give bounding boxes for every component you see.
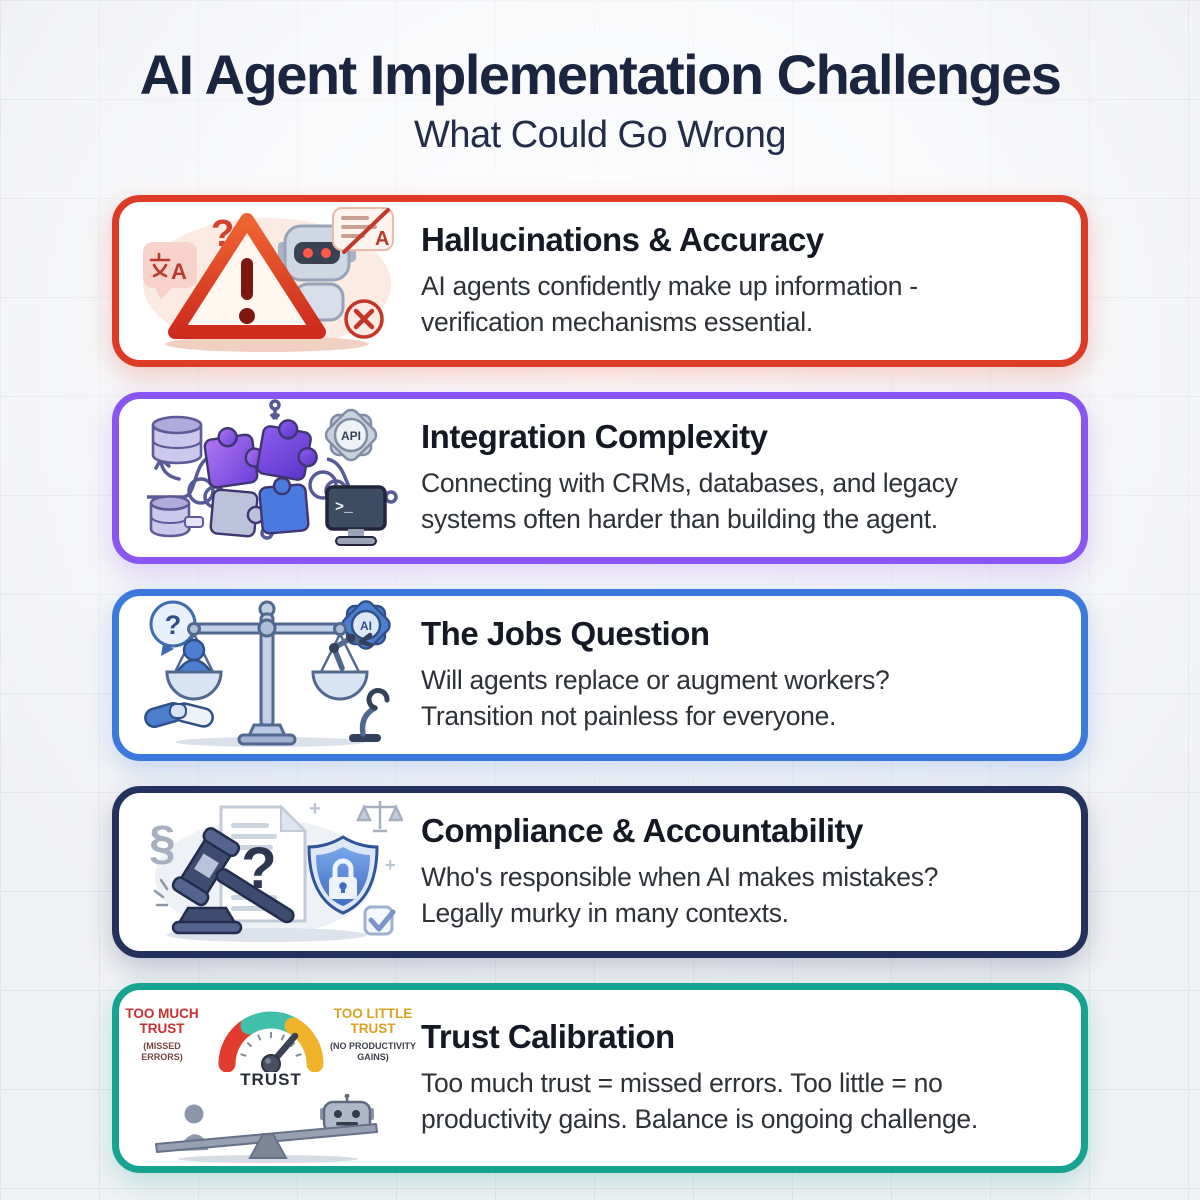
- worker-pan: [165, 638, 223, 701]
- card-description: Too much trust = missed errors. Too litt…: [421, 1067, 978, 1135]
- compliance-illustration: § ?: [119, 793, 421, 951]
- shield-lock-icon: [307, 835, 379, 915]
- legacy-database-icon: [149, 495, 204, 538]
- puzzle-systems-icon: API >_: [137, 399, 403, 556]
- mini-scales-icon: [356, 801, 404, 833]
- card-title: Integration Complexity: [421, 417, 768, 455]
- svg-text:API: API: [341, 429, 361, 443]
- card-description: Connecting with CRMs, databases, and leg…: [421, 467, 958, 535]
- section-sign: §: [149, 817, 176, 870]
- gauge-zone-too-little: [284, 1016, 324, 1072]
- card-compliance-accountability: § ?: [112, 785, 1088, 958]
- card-text: Integration Complexity Connecting with C…: [421, 418, 1081, 538]
- card-text: Compliance & Accountability Who's respon…: [421, 812, 1081, 932]
- small-robot-arm-icon: [349, 688, 390, 743]
- challenge-cards: A ?: [112, 194, 1088, 1173]
- cjk-glyph: [149, 252, 171, 278]
- card-text: Hallucinations & Accuracy AI agents conf…: [421, 221, 1081, 341]
- page-title: AI Agent Implementation Challenges: [139, 43, 1062, 106]
- robot-arm-pan: [311, 632, 374, 701]
- scale-frame: [173, 600, 361, 746]
- warning-triangle-robot-icon: A ?: [137, 202, 403, 359]
- card-title: Hallucinations & Accuracy: [421, 220, 824, 258]
- page-subtitle: What Could Go Wrong: [413, 113, 787, 156]
- crossed-text-bubble-icon: A: [332, 207, 394, 255]
- plus-mark: +: [385, 855, 396, 875]
- hallucination-illustration: A ?: [119, 202, 421, 360]
- too-little-trust-label: TOO LITTLE TRUST (NO PRODUCTIVITY GAINS): [329, 1005, 416, 1062]
- robot-head: [320, 1093, 374, 1133]
- translate-bubble-icon: A: [143, 242, 197, 301]
- trust-illustration: TOO MUCH TRUST (MISSED ERRORS): [119, 990, 421, 1166]
- card-hallucinations-accuracy: A ?: [112, 194, 1088, 367]
- database-icon: [151, 415, 203, 465]
- ground-shadow: [165, 336, 369, 353]
- handshake-icon: [144, 702, 214, 729]
- gavel-document-shield-icon: § ?: [137, 793, 404, 950]
- card-trust-calibration: TOO MUCH TRUST (MISSED ERRORS): [112, 982, 1088, 1173]
- integration-illustration: API >_: [119, 399, 421, 557]
- balance-scale-icon: ? AI: [137, 596, 403, 753]
- infographic-header: AI Agent Implementation Challenges What …: [0, 0, 1200, 157]
- svg-text:AI: AI: [360, 619, 372, 633]
- trust-gauge-icon: [218, 1011, 324, 1072]
- plus-mark: +: [309, 798, 321, 820]
- card-text: Trust Calibration Too much trust = misse…: [421, 1018, 1081, 1138]
- svg-text:A: A: [375, 228, 389, 250]
- api-gear-icon: API: [324, 408, 378, 462]
- gauge-ticks: [240, 1031, 302, 1057]
- card-title: The Jobs Question: [421, 614, 710, 652]
- svg-text:>_: >_: [335, 499, 354, 516]
- jobs-illustration: ? AI: [119, 596, 421, 754]
- warning-triangle-icon: [168, 213, 326, 340]
- card-integration-complexity: API >_ Integration Complexity Connecting…: [112, 391, 1088, 564]
- puzzle-pieces-icon: [203, 419, 318, 538]
- card-description: AI agents confidently make up informatio…: [421, 270, 918, 338]
- error-x-icon: [344, 299, 384, 339]
- trust-label: TRUST: [240, 1069, 302, 1089]
- checkbox-icon: [363, 905, 396, 936]
- card-title: Compliance & Accountability: [421, 811, 863, 849]
- seesaw-fulcrum: [248, 1132, 288, 1159]
- gavel-icon: [153, 827, 295, 935]
- card-jobs-question: ? AI: [112, 588, 1088, 761]
- svg-text:?: ?: [165, 610, 182, 640]
- too-much-trust-label: TOO MUCH TRUST (MISSED ERRORS): [125, 1005, 199, 1062]
- terminal-icon: >_: [325, 485, 387, 547]
- card-title: Trust Calibration: [421, 1017, 675, 1055]
- card-description: Who's responsible when AI makes mistakes…: [421, 861, 939, 929]
- card-description: Will agents replace or augment workers? …: [421, 664, 890, 732]
- ai-gear-icon: AI: [341, 600, 391, 650]
- human-robot-seesaw-icon: [155, 1093, 378, 1163]
- card-text: The Jobs Question Will agents replace or…: [421, 615, 1081, 735]
- svg-text:A: A: [171, 259, 187, 284]
